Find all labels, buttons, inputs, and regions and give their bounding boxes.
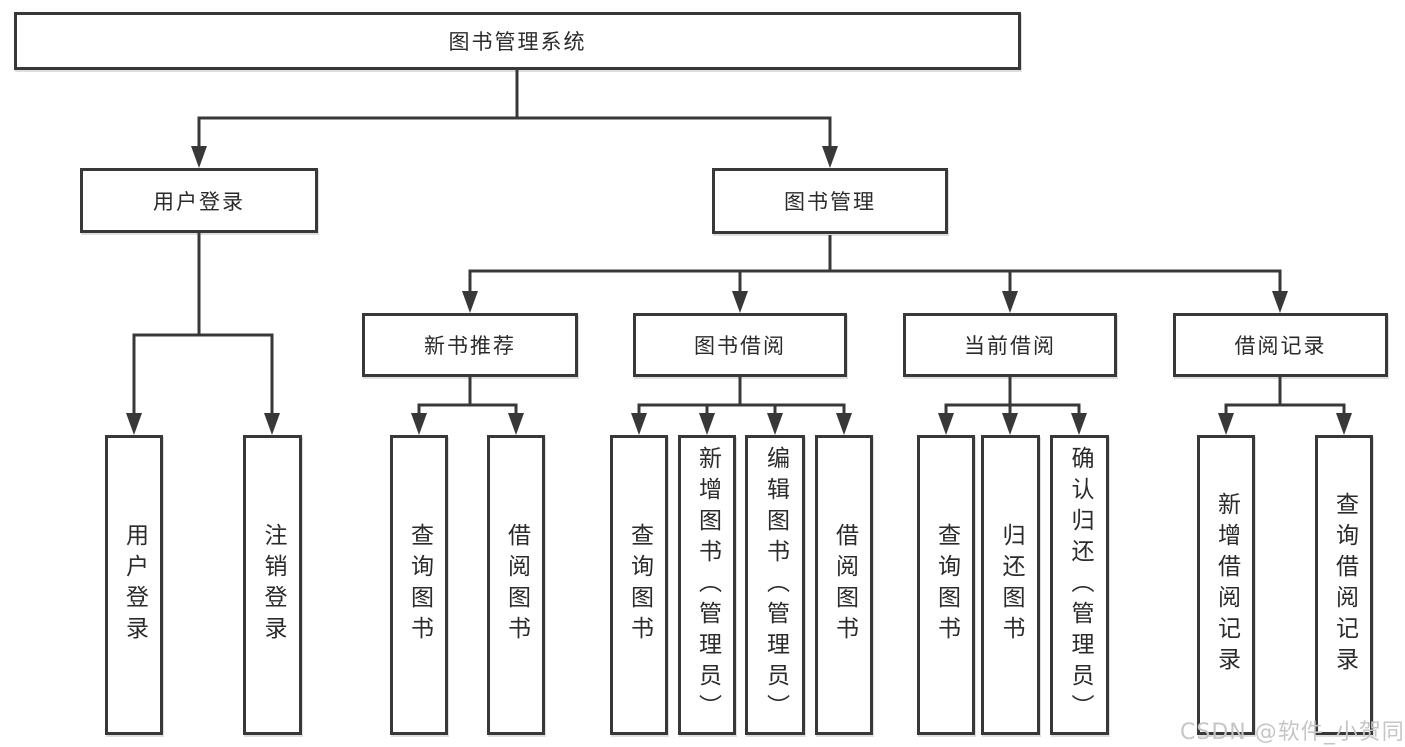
node-label: 确认归还（管理员） xyxy=(1067,445,1093,725)
node-library-management-system: 图书管理系统 xyxy=(14,12,1021,70)
node-book-borrowing: 图书借阅 xyxy=(633,313,847,377)
arrowhead-icons xyxy=(126,146,1352,435)
node-label: 新增借阅记录 xyxy=(1213,492,1240,678)
node-book-management: 图书管理 xyxy=(712,168,948,234)
node-label: 借阅记录 xyxy=(1234,334,1327,358)
node-leaf-add-book-admin: 新增图书（管理员） xyxy=(678,435,736,735)
node-label: 查询图书 xyxy=(626,523,653,647)
node-leaf-query-books-current: 查询图书 xyxy=(917,435,975,735)
node-leaf-borrow-books-recommend: 借阅图书 xyxy=(487,435,545,735)
node-leaf-query-books-recommend: 查询图书 xyxy=(390,435,448,735)
node-borrowing-records: 借阅记录 xyxy=(1173,313,1388,377)
node-label: 查询图书 xyxy=(933,523,960,647)
node-leaf-borrow-books: 借阅图书 xyxy=(815,435,873,735)
node-leaf-user-login: 用户登录 xyxy=(105,435,163,735)
node-label: 借阅图书 xyxy=(831,523,858,647)
node-label: 查询图书 xyxy=(406,523,433,647)
node-new-book-recommend: 新书推荐 xyxy=(362,313,578,377)
node-label: 新书推荐 xyxy=(424,334,516,358)
node-leaf-add-borrow-record: 新增借阅记录 xyxy=(1197,435,1255,735)
node-leaf-query-books-borrow: 查询图书 xyxy=(610,435,668,735)
node-label: 用户登录 xyxy=(121,523,148,647)
node-label: 新增图书（管理员） xyxy=(694,445,721,725)
csdn-watermark: CSDN @软件_小贺同学 xyxy=(1180,720,1405,745)
node-label: 图书管理系统 xyxy=(448,30,587,54)
node-label: 注销登录 xyxy=(260,523,286,647)
node-user-login: 用户登录 xyxy=(80,168,318,233)
node-label: 查询借阅记录 xyxy=(1331,492,1358,678)
node-leaf-query-borrow-record: 查询借阅记录 xyxy=(1315,435,1373,735)
node-label: 编辑图书（管理员） xyxy=(762,445,789,725)
node-leaf-edit-book-admin: 编辑图书（管理员） xyxy=(745,435,805,735)
node-leaf-logout: 注销登录 xyxy=(243,435,302,735)
node-current-borrowing: 当前借阅 xyxy=(903,313,1117,377)
node-label: 当前借阅 xyxy=(964,334,1056,358)
node-label: 图书借阅 xyxy=(694,334,786,358)
node-leaf-return-book: 归还图书 xyxy=(981,435,1040,735)
node-label: 图书管理 xyxy=(784,190,876,214)
node-label: 归还图书 xyxy=(998,523,1024,647)
node-label: 用户登录 xyxy=(153,189,245,214)
node-label: 借阅图书 xyxy=(503,523,530,647)
node-leaf-confirm-return-admin: 确认归还（管理员） xyxy=(1050,435,1109,735)
